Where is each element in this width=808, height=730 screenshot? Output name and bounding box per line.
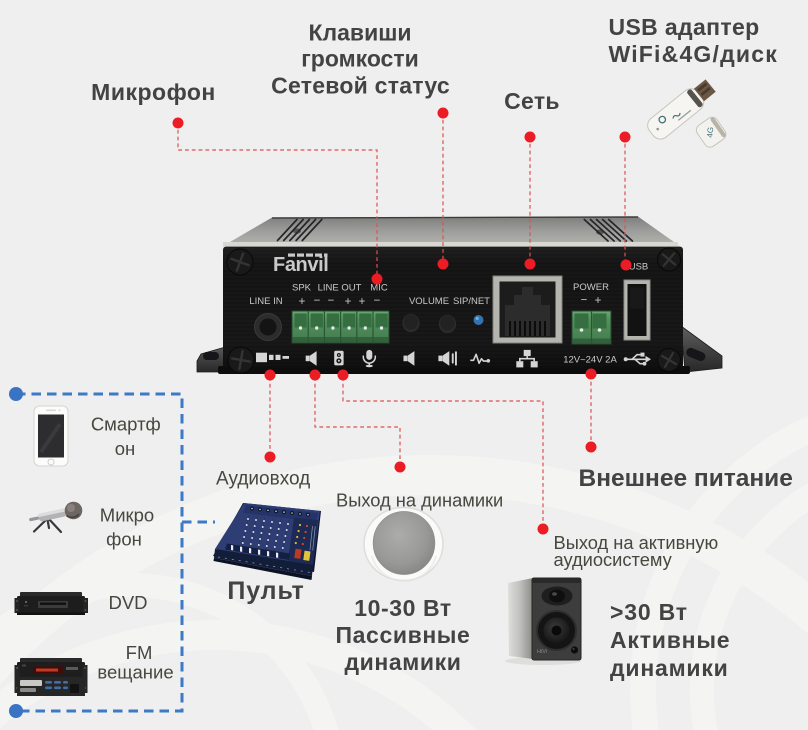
svg-text:фон: фон [106,529,142,550]
svg-text:USB адаптер: USB адаптер [609,14,760,40]
svg-text:−: − [581,295,588,307]
svg-text:динамики: динамики [344,649,461,675]
svg-text:Сеть: Сеть [504,88,560,114]
svg-text:Смартф: Смартф [91,414,161,435]
svg-text:Выход на активную: Выход на активную [554,532,719,553]
svg-text:он: он [115,438,136,459]
svg-text:Пульт: Пульт [227,577,304,605]
svg-text:−: − [374,295,381,307]
svg-text:+: + [299,296,306,308]
svg-text:MIC: MIC [370,283,388,294]
svg-text:Активные: Активные [610,627,730,653]
svg-text:4G: 4G [705,127,715,138]
svg-text:SIP/NET: SIP/NET [453,296,490,307]
svg-text:FM: FM [126,642,153,663]
svg-text:Внешнее питание: Внешнее питание [579,465,793,492]
svg-text:Пассивные: Пассивные [336,622,471,648]
svg-text:12V~24V 2A: 12V~24V 2A [563,355,617,366]
svg-text:WiFi&4G/диск: WiFi&4G/диск [609,41,778,67]
svg-text:VOLUME: VOLUME [409,296,449,307]
svg-text:POWER: POWER [573,282,609,293]
svg-text:LINE OUT: LINE OUT [318,283,362,294]
svg-text:Микро: Микро [100,505,154,526]
svg-text:+: + [345,296,352,308]
svg-text:+: + [595,295,602,307]
svg-text:10-30 Вт: 10-30 Вт [354,595,452,621]
svg-text:динамики: динамики [610,655,729,681]
svg-text:LINE IN: LINE IN [249,296,282,307]
svg-text:вещание: вещание [97,662,173,683]
svg-text:аудиосистему: аудиосистему [554,549,673,570]
svg-text:HiVi: HiVi [537,649,547,655]
svg-text:Клавиши: Клавиши [308,20,411,46]
svg-text:Выход на динамики: Выход на динамики [336,490,503,511]
svg-text:Аудиовход: Аудиовход [216,469,310,490]
svg-text:громкости: громкости [301,46,419,72]
svg-text:−: − [328,295,335,307]
svg-text:Fanvil: Fanvil [273,254,328,276]
svg-text:+: + [359,296,366,308]
svg-text:−: − [314,295,321,307]
svg-text:Микрофон: Микрофон [91,79,216,105]
svg-text:SPK: SPK [292,283,312,294]
svg-text:USB: USB [629,262,649,273]
svg-text:Сетевой статус: Сетевой статус [271,73,450,99]
svg-text:>30 Вт: >30 Вт [610,599,688,625]
svg-text:DVD: DVD [108,592,147,613]
